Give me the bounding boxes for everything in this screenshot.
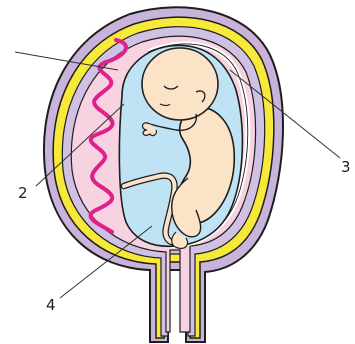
label-4: 4: [46, 296, 56, 314]
fetus-head: [142, 48, 218, 120]
label-2: 2: [18, 184, 28, 202]
label-3: 3: [341, 158, 351, 176]
